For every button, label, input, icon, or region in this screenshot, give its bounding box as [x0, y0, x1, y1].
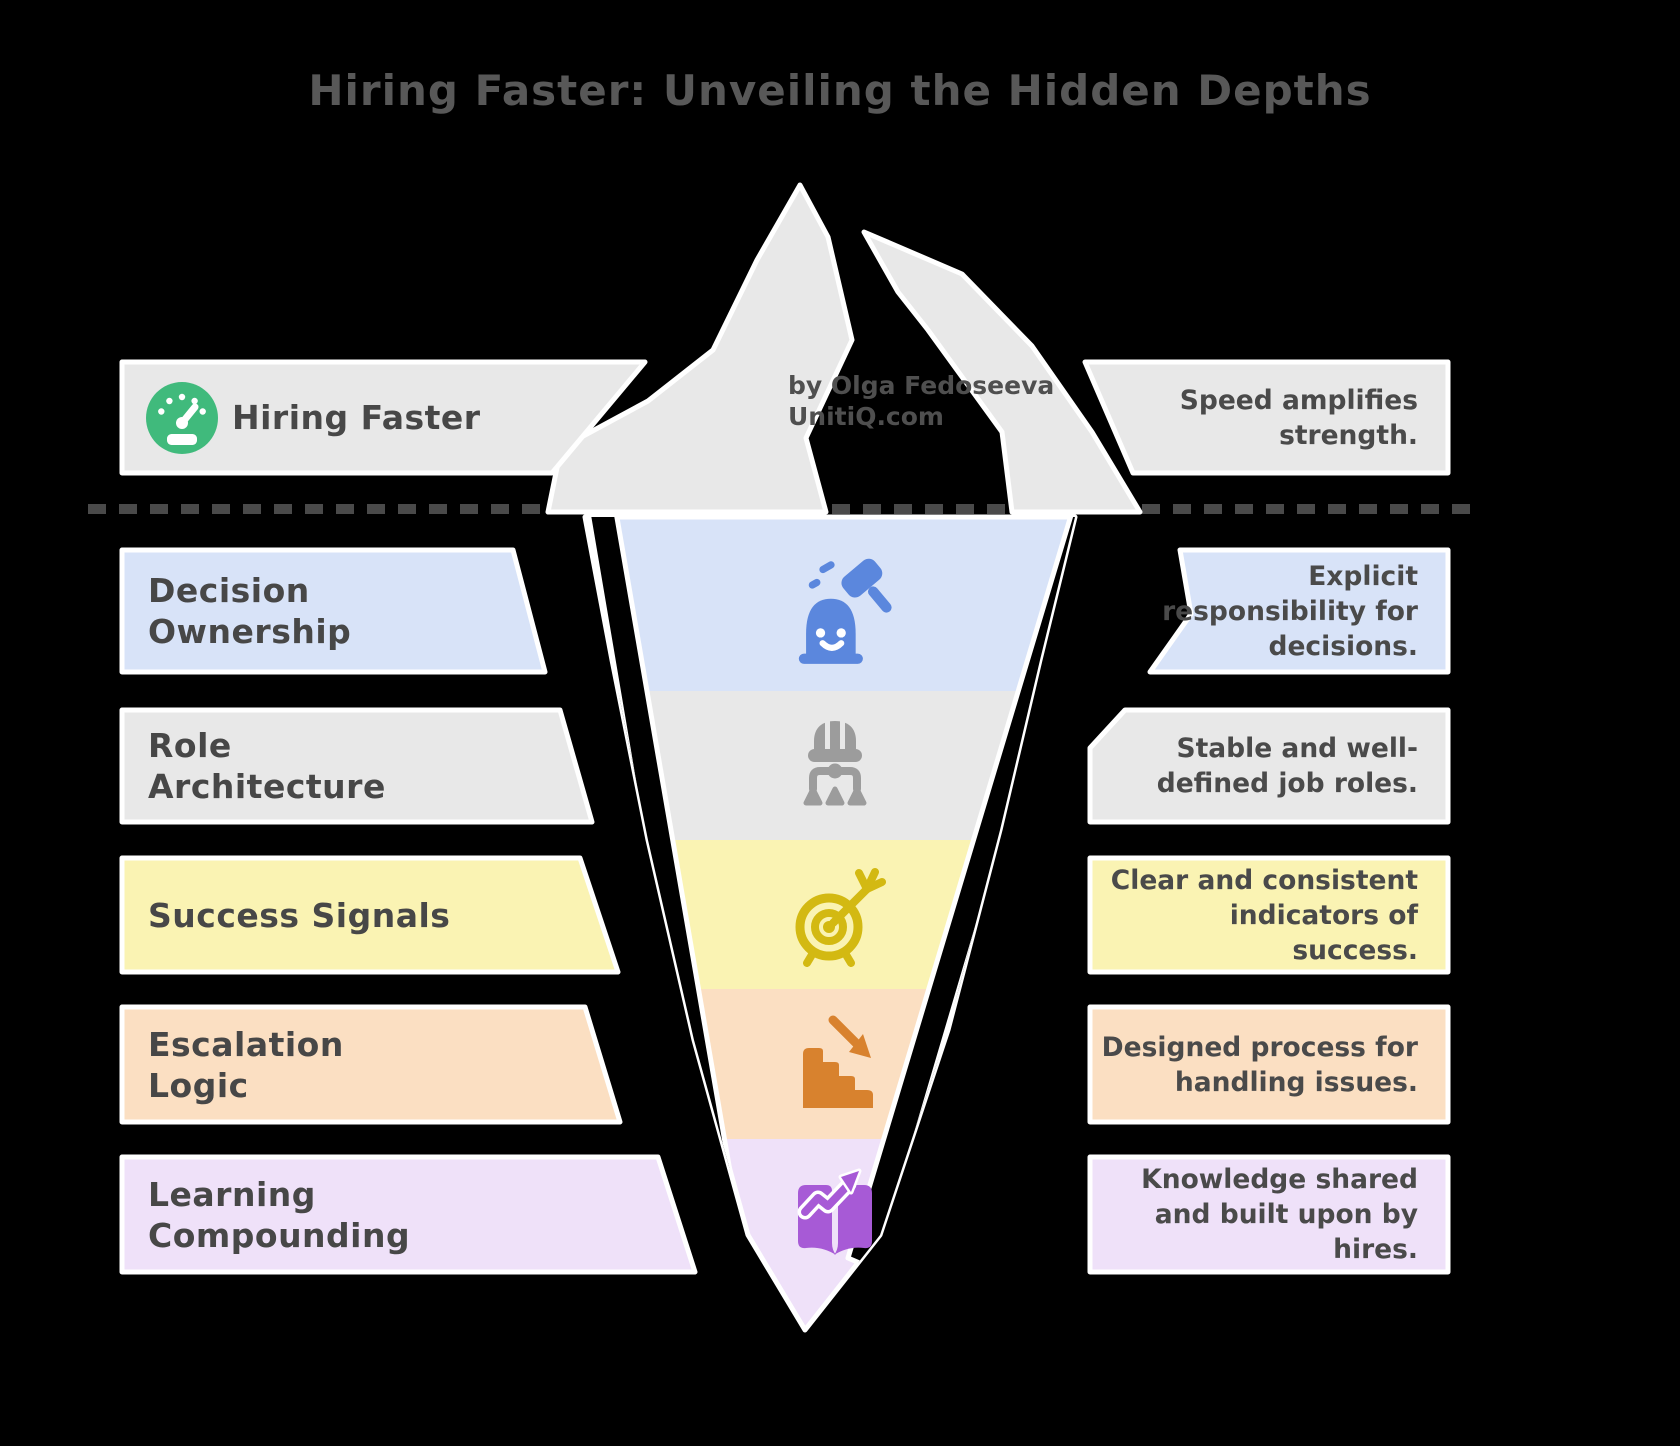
bands [119, 359, 1451, 1275]
page-title: Hiring Faster: Unveiling the Hidden Dept… [308, 66, 1372, 115]
row-description-success-signals: Clear and consistent indicators of succe… [1110, 864, 1418, 966]
iceberg-above-water [545, 182, 1143, 515]
iceberg-main-peak [545, 182, 855, 515]
row-description-decision-ownership: Explicit responsibility for decisions. [1162, 560, 1418, 662]
band-right-hiring-faster [1082, 359, 1451, 476]
band-right-learning-compounding [1087, 1154, 1451, 1275]
iceberg-right-shard [861, 229, 1143, 515]
stairs-down-arrow-icon [785, 1008, 885, 1108]
hardhat-orgchart-icon [785, 712, 885, 812]
row-description-hiring-faster: Speed amplifies strength. [1179, 384, 1418, 451]
row-description-role-architecture: Stable and well- defined job roles. [1156, 733, 1418, 799]
band-right-success-signals [1087, 855, 1451, 975]
band-left-learning-compounding [119, 1154, 698, 1275]
gavel-character-icon [773, 543, 897, 667]
band-left-escalation-logic [119, 1004, 623, 1125]
row-label-role-architecture: Role Architecture [148, 726, 386, 806]
band-right-decision-ownership [1147, 547, 1451, 675]
band-left-role-architecture [119, 707, 595, 825]
row-label-escalation-logic: Escalation Logic [148, 1024, 344, 1105]
band-right-escalation-logic [1087, 1004, 1451, 1125]
row-label-success-signals: Success Signals [148, 895, 451, 935]
speedometer-icon [146, 382, 218, 454]
band-left-success-signals [119, 855, 621, 975]
target-arrow-icon [783, 863, 887, 967]
row-description-escalation-logic: Designed process for handling issues. [1101, 1031, 1418, 1098]
row-label-learning-compounding: Learning Compounding [148, 1174, 411, 1255]
band-left-hiring-faster [119, 359, 648, 476]
row-label-hiring-faster: Hiring Faster [232, 398, 481, 437]
row-label-decision-ownership: Decision Ownership [148, 571, 352, 651]
band-right-role-architecture [1087, 707, 1451, 825]
book-trend-arrow-icon [785, 1155, 885, 1255]
row-description-learning-compounding: Knowledge shared and built upon by hires… [1141, 1164, 1418, 1265]
band-left-decision-ownership [119, 547, 548, 675]
attribution-text: by Olga Fedoseeva UnitiQ.com [788, 371, 1055, 431]
